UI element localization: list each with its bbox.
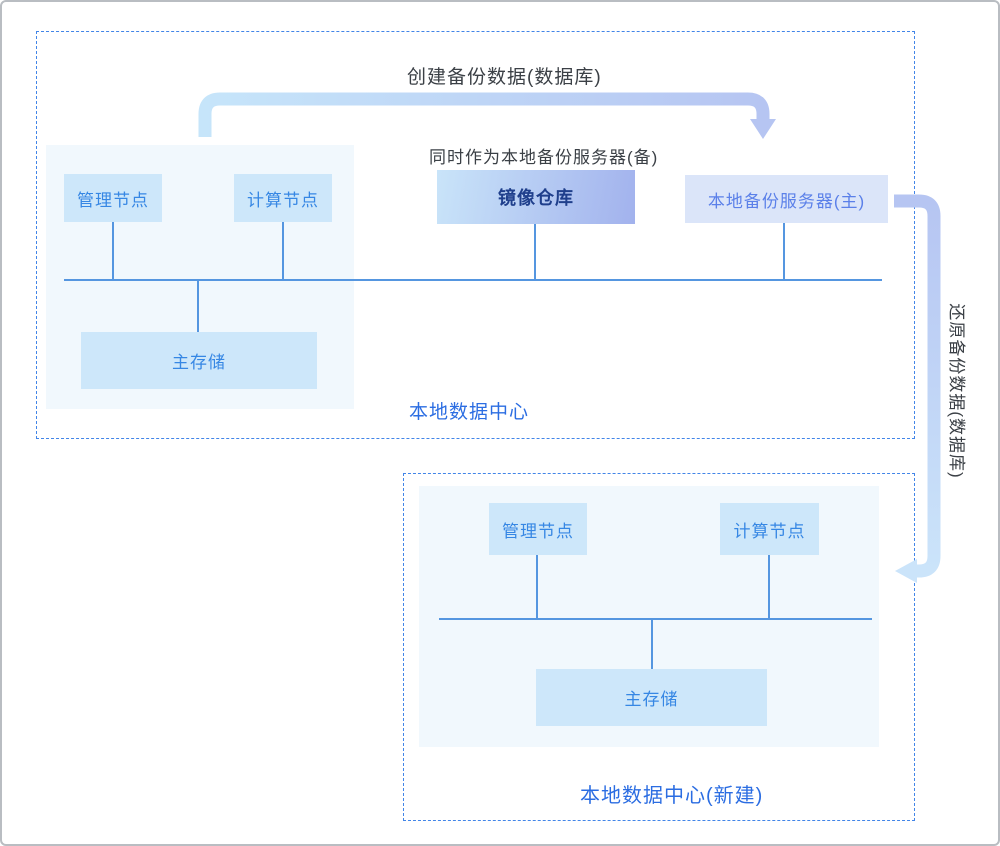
dc2-compute-node: 计算节点 — [720, 503, 819, 555]
dc1-mirror-connector-line — [534, 224, 536, 279]
dc1-label: 本地数据中心 — [409, 402, 530, 423]
dc2-management-connector-line — [536, 555, 538, 618]
dc1-storage-connector-line — [197, 281, 199, 333]
dc2-storage-connector-line — [651, 620, 653, 669]
dc1-backup-connector-line — [783, 223, 785, 279]
restore-backup-flow-label: 还原备份数据(数据库) — [947, 303, 966, 479]
dc2-primary-storage-node: 主存储 — [536, 669, 767, 726]
dc1-backup-server-node: 本地备份服务器(主) — [685, 175, 888, 223]
dc2-compute-connector-line — [768, 555, 770, 618]
dc2-container — [403, 473, 915, 821]
dc2-label: 本地数据中心(新建) — [580, 785, 764, 807]
dc2-bus-line — [439, 618, 872, 620]
dc1-primary-storage-node: 主存储 — [81, 332, 317, 389]
dc1-compute-connector-line — [282, 222, 284, 279]
create-backup-flow-label: 创建备份数据(数据库) — [407, 67, 602, 88]
dc1-compute-node: 计算节点 — [234, 174, 332, 222]
dc1-mirror-repo-node: 镜像仓库 — [437, 170, 635, 224]
dc1-management-connector-line — [112, 222, 114, 279]
dc2-management-node: 管理节点 — [489, 503, 587, 555]
dc1-management-node: 管理节点 — [64, 174, 162, 222]
dc1-bus-line — [64, 279, 882, 281]
standby-server-note: 同时作为本地备份服务器(备) — [429, 148, 659, 167]
